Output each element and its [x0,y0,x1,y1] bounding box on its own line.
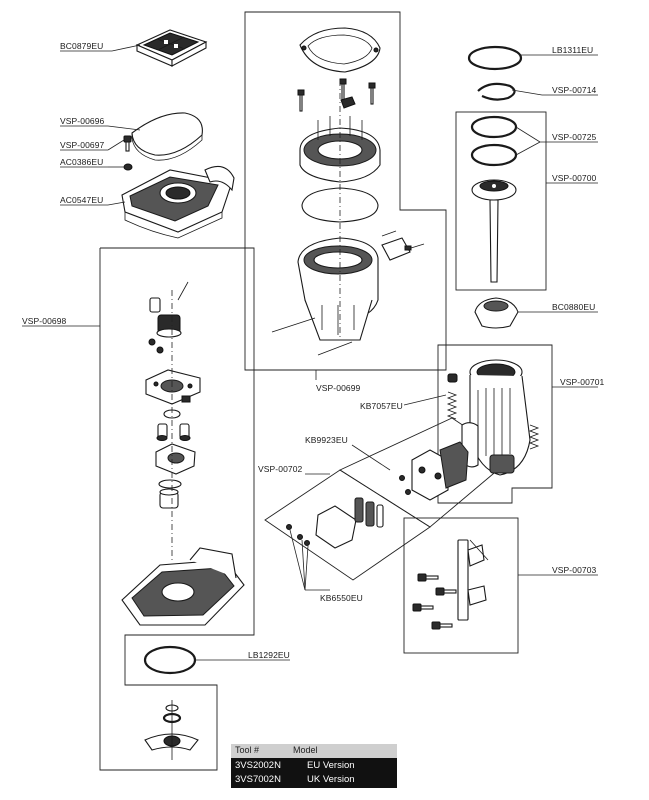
vsp-00699-group-box [244,11,447,371]
header-model: Model [293,745,318,755]
row-2-model: UK Version [307,774,355,785]
label-ac0386eu: AC0386EU [60,157,103,167]
upper-housing-part [121,165,235,239]
vsp-00714-circlip-part [477,82,516,101]
lb1311eu-ring-part [467,45,523,71]
large-o-ring-part [143,645,197,675]
sensor-assembly-part [148,281,189,354]
vsp-00702-valve-part [286,497,384,549]
vsp-00698-group-box [99,247,255,771]
header-tool: Tool # [235,745,260,755]
label-vsp-00696: VSP-00696 [60,116,105,126]
label-bc0879eu: BC0879EU [60,41,103,51]
label-vsp-00699: VSP-00699 [316,383,361,393]
bc0880eu-cap-part [474,297,519,329]
sleeve-part [158,479,182,509]
label-vsp-00703: VSP-00703 [552,565,597,575]
cylinder-block-part [461,359,531,476]
mid-gasket-part [301,187,379,223]
leader-lines [22,44,598,661]
vsp-00725-ring-lower [470,143,518,167]
piston-rod-part [471,179,517,283]
vsp-00703-bracket-part [412,539,489,630]
kb7057eu-spring-part [446,373,540,450]
cylinder-head-screws [297,78,376,112]
row-1-model: EU Version [307,760,355,771]
vsp-00703-group-box [403,517,519,654]
label-vsp-00701: VSP-00701 [560,377,605,387]
label-vsp-00700: VSP-00700 [552,173,597,183]
label-vsp-00714: VSP-00714 [552,85,597,95]
vsp-00700-group-box [455,111,547,291]
small-nut-part [123,163,133,171]
lower-valve-plate-part [155,443,196,475]
model-table: Tool # Model 3VS2002N EU Version 3VS7002… [231,744,397,788]
model-table-body: 3VS2002N EU Version 3VS7002N UK Version [231,758,397,788]
label-vsp-00697: VSP-00697 [60,140,105,150]
fan-blade-part [144,700,199,760]
label-vsp-00702: VSP-00702 [258,464,303,474]
label-kb9923eu: KB9923EU [305,435,348,445]
label-bc0880eu: BC0880EU [552,302,595,312]
vsp-00701-group-box [437,344,553,504]
kb9923eu-valve-part [399,441,469,501]
label-vsp-00698: VSP-00698 [22,316,67,326]
label-lb1292eu: LB1292EU [248,650,290,660]
label-vsp-00725: VSP-00725 [552,132,597,142]
valve-bushing-parts [156,409,191,441]
label-ac0547eu: AC0547EU [60,195,103,205]
row-1-tool: 3VS2002N [235,760,281,771]
label-kb6550eu: KB6550EU [320,593,363,603]
side-bracket-part [381,230,425,261]
top-gasket-part [299,27,381,73]
cylinder-body-part [271,237,379,356]
row-2-tool: 3VS7002N [235,774,281,785]
label-lb1311eu: LB1311EU [552,45,593,55]
valve-plate-part [145,369,201,405]
model-table-header: Tool # Model [231,744,397,758]
label-kb7057eu: KB7057EU [360,401,403,411]
base-housing-part [121,547,245,626]
small-screw-part [123,135,132,152]
cover-plate-part [131,112,203,161]
vsp-00725-ring-upper [470,115,518,139]
filter-grid-part [135,29,208,67]
